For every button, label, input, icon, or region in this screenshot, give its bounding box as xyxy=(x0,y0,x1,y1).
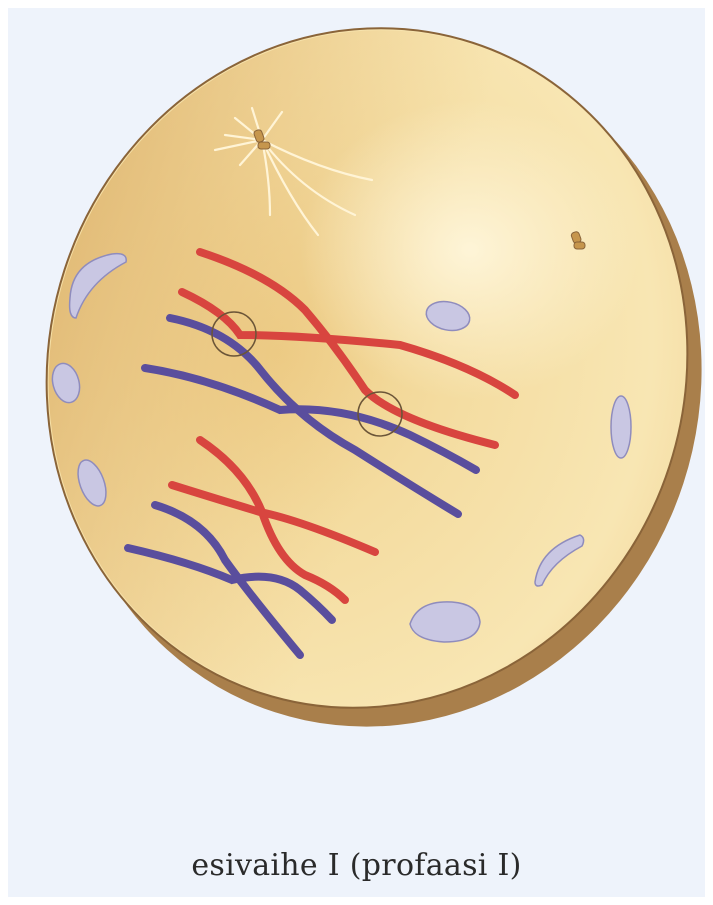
nuclear-envelope-fragment xyxy=(611,396,631,458)
cell-shading xyxy=(0,0,713,789)
figure-caption: esivaihe I (profaasi I) xyxy=(0,848,713,883)
cell-highlight xyxy=(300,100,640,400)
